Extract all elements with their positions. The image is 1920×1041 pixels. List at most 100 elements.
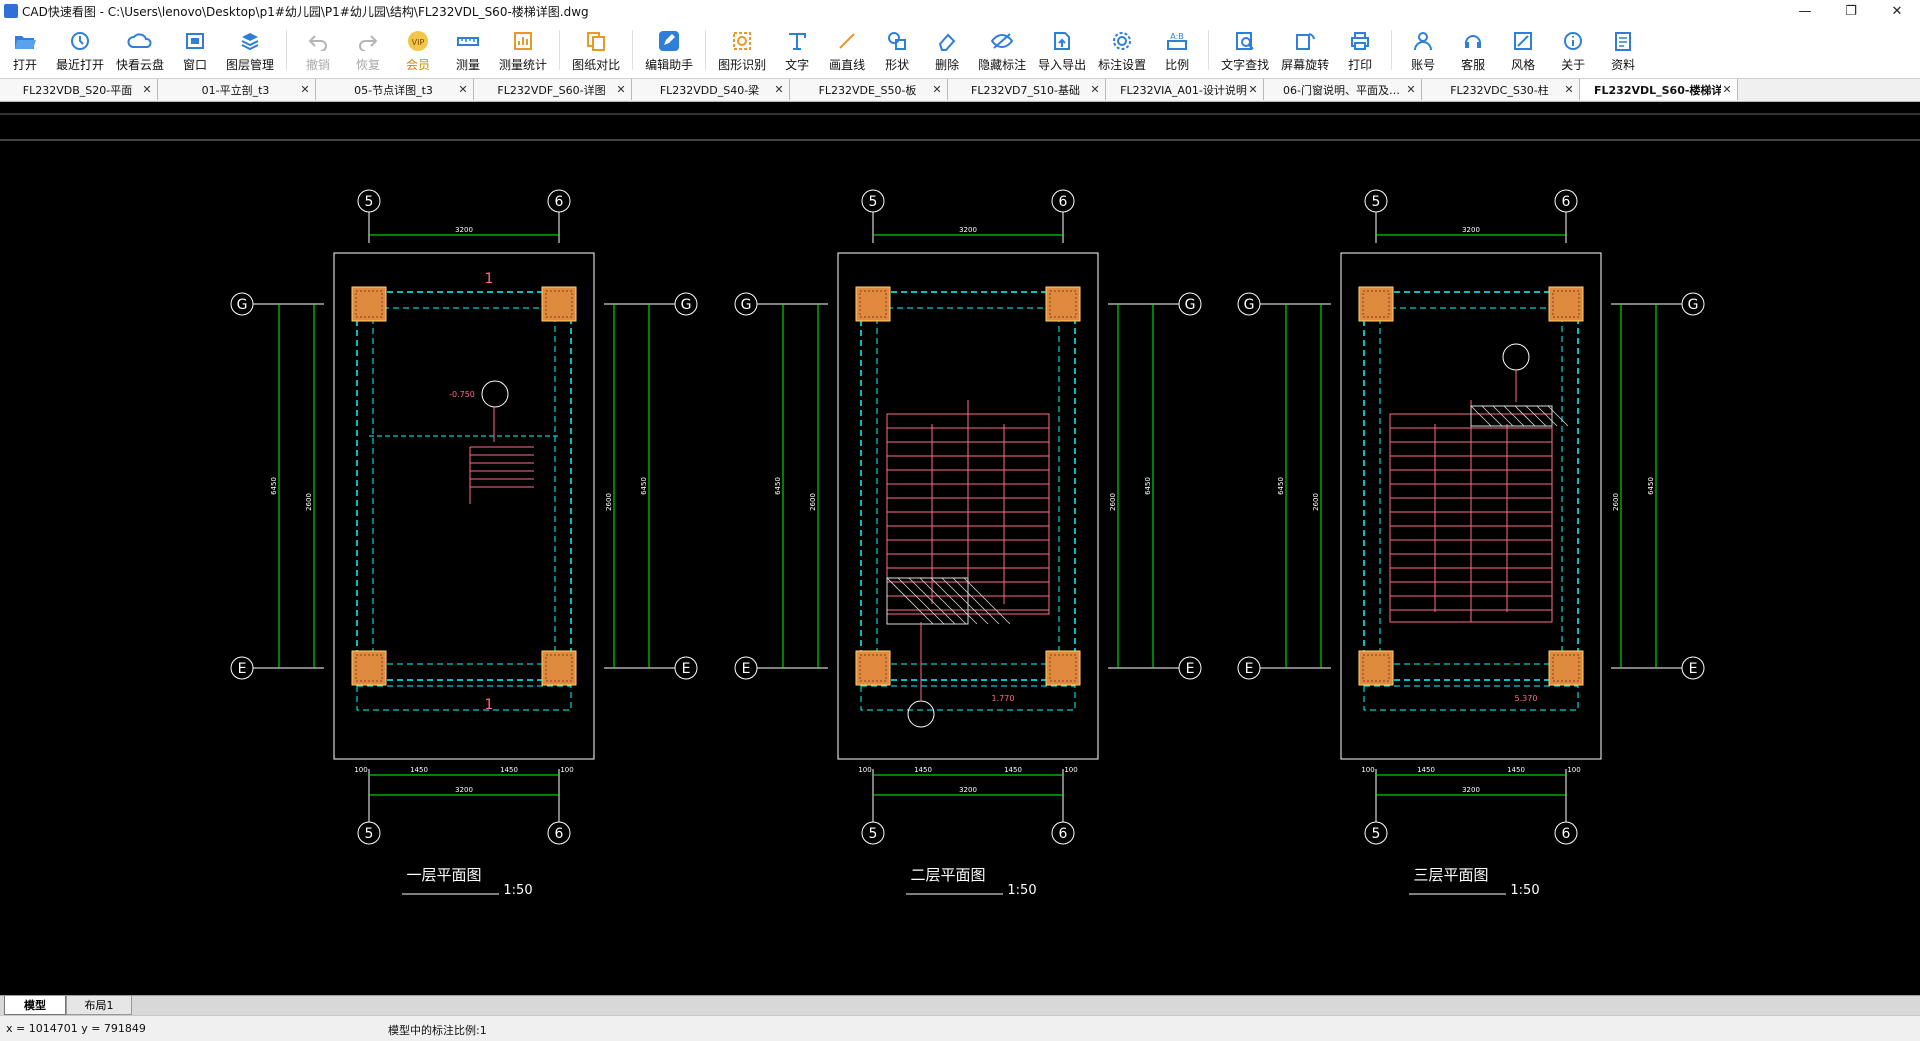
column-hatch: [859, 654, 887, 682]
tab-close-icon[interactable]: ✕: [1564, 83, 1574, 96]
account-button[interactable]: 账号: [1398, 22, 1448, 78]
ratio-button[interactable]: A:B 比例: [1152, 22, 1202, 78]
text-search-button[interactable]: 文字查找: [1215, 22, 1275, 78]
column-hatch: [355, 654, 383, 682]
compare-button[interactable]: 图纸对比: [566, 22, 626, 78]
style-icon: [1512, 28, 1534, 54]
layers-button[interactable]: 图层管理: [220, 22, 280, 78]
undo-button[interactable]: 撤销: [293, 22, 343, 78]
service-button[interactable]: 客服: [1448, 22, 1498, 78]
import-export-button[interactable]: 导入导出: [1032, 22, 1092, 78]
dimension-text: 3200: [1462, 786, 1480, 794]
close-button[interactable]: ✕: [1891, 3, 1903, 19]
about-button[interactable]: 关于: [1548, 22, 1598, 78]
print-button[interactable]: 打印: [1335, 22, 1385, 78]
axis-bubble-5-label: 5: [1372, 826, 1381, 842]
tab-close-icon[interactable]: ✕: [458, 83, 468, 96]
cloud-button[interactable]: 快看云盘: [110, 22, 170, 78]
vip-badge-text: VIP: [412, 38, 425, 47]
dimension-text: 3200: [1462, 226, 1480, 234]
landing-hatch-line: [1525, 405, 1547, 427]
shape-recognize-button[interactable]: 图形识别: [712, 22, 772, 78]
elevation-text: -0.750: [449, 390, 475, 399]
stair-outline: [837, 252, 1099, 760]
beam-outline: [860, 291, 1076, 681]
doc-tab[interactable]: FL232VIA_A01-设计说明✕: [1106, 79, 1264, 100]
tab-close-icon[interactable]: ✕: [1090, 83, 1100, 96]
column: [1548, 650, 1584, 686]
dimension-text: 6450: [1277, 477, 1285, 495]
measure-stats-button[interactable]: 测量统计: [493, 22, 553, 78]
doc-tab[interactable]: FL232VDD_S40-梁✕: [632, 79, 790, 100]
axis-bubble-e-label: E: [1186, 661, 1195, 677]
cloud-icon: [127, 28, 153, 54]
axis-bubble-e-label: E: [742, 661, 751, 677]
column: [1045, 286, 1081, 322]
recent-button[interactable]: 最近打开: [50, 22, 110, 78]
tab-layout1[interactable]: 布局1: [66, 996, 132, 1015]
coordinate-readout: x = 1014701 y = 791849: [6, 1022, 146, 1035]
column-hatch: [545, 654, 573, 682]
column-hatch: [1049, 290, 1077, 318]
tab-close-icon[interactable]: ✕: [142, 83, 152, 96]
axis-bubble-6-label: 6: [555, 194, 564, 210]
restore-button[interactable]: ❐: [1845, 3, 1857, 19]
open-button[interactable]: 打开: [0, 22, 50, 78]
dimension-text: 3200: [959, 786, 977, 794]
axis-bubble-6-label: 6: [1562, 826, 1571, 842]
dimension-text: 6450: [270, 477, 278, 495]
doc-tab[interactable]: FL232VDF_S60-详图✕: [474, 79, 632, 100]
doc-tab[interactable]: 01-平立剖_t3✕: [158, 79, 316, 100]
axis-bubble-g-label: G: [1688, 297, 1699, 313]
draw-line-button[interactable]: 画直线: [822, 22, 872, 78]
redo-button[interactable]: 恢复: [343, 22, 393, 78]
axis-bubble-e-label: E: [1689, 661, 1698, 677]
landing-hatch-line: [1536, 405, 1558, 427]
history-icon: [69, 28, 91, 54]
dim-settings-button[interactable]: 标注设置: [1092, 22, 1152, 78]
vip-icon: VIP: [405, 28, 431, 54]
resources-button[interactable]: 资料: [1598, 22, 1648, 78]
status-bar: x = 1014701 y = 791849 模型中的标注比例:1: [0, 1015, 1920, 1041]
axis-bubble-e-label: E: [682, 661, 691, 677]
tab-close-icon[interactable]: ✕: [616, 83, 626, 96]
shape-button[interactable]: 形状: [872, 22, 922, 78]
minimize-button[interactable]: —: [1798, 3, 1812, 19]
landing-hatch-line: [1514, 405, 1536, 427]
axis-bubble-6-label: 6: [555, 826, 564, 842]
tab-close-icon[interactable]: ✕: [1248, 83, 1258, 96]
dimension-text: 1450: [1417, 766, 1435, 774]
landing-hatch-line: [1503, 405, 1525, 427]
doc-tab[interactable]: FL232VD7_S10-基础✕: [948, 79, 1106, 100]
tab-close-icon[interactable]: ✕: [774, 83, 784, 96]
dimension-text: 100: [1567, 766, 1580, 774]
column: [855, 650, 891, 686]
info-icon: [1562, 28, 1584, 54]
edit-assistant-button[interactable]: 编辑助手: [639, 22, 699, 78]
delete-button[interactable]: 删除: [922, 22, 972, 78]
tab-model[interactable]: 模型: [4, 996, 66, 1015]
rotate-screen-button[interactable]: 屏幕旋转: [1275, 22, 1335, 78]
tab-close-icon[interactable]: ✕: [1722, 83, 1732, 96]
doc-tab-active[interactable]: FL232VDL_S60-楼梯详✕: [1580, 79, 1738, 100]
doc-tab[interactable]: FL232VDB_S20-平面✕: [0, 79, 158, 100]
vip-button[interactable]: VIP 会员: [393, 22, 443, 78]
doc-tab[interactable]: FL232VDE_S50-板✕: [790, 79, 948, 100]
ratio-icon: A:B: [1165, 28, 1189, 54]
measure-button[interactable]: 测量: [443, 22, 493, 78]
tab-close-icon[interactable]: ✕: [1406, 83, 1416, 96]
doc-tab[interactable]: 06-门窗说明、平面及…✕: [1264, 79, 1422, 100]
tab-close-icon[interactable]: ✕: [300, 83, 310, 96]
tab-close-icon[interactable]: ✕: [932, 83, 942, 96]
axis-bubble-5-label: 5: [1372, 194, 1381, 210]
window-button[interactable]: 窗口: [170, 22, 220, 78]
style-button[interactable]: 风格: [1498, 22, 1548, 78]
hide-dim-button[interactable]: 隐藏标注: [972, 22, 1032, 78]
landing-hatch-line: [963, 577, 1011, 625]
landing-hatch-line: [897, 577, 945, 625]
doc-tab[interactable]: 05-节点详图_t3✕: [316, 79, 474, 100]
doc-tab[interactable]: FL232VDC_S30-柱✕: [1422, 79, 1580, 100]
text-button[interactable]: 文字: [772, 22, 822, 78]
